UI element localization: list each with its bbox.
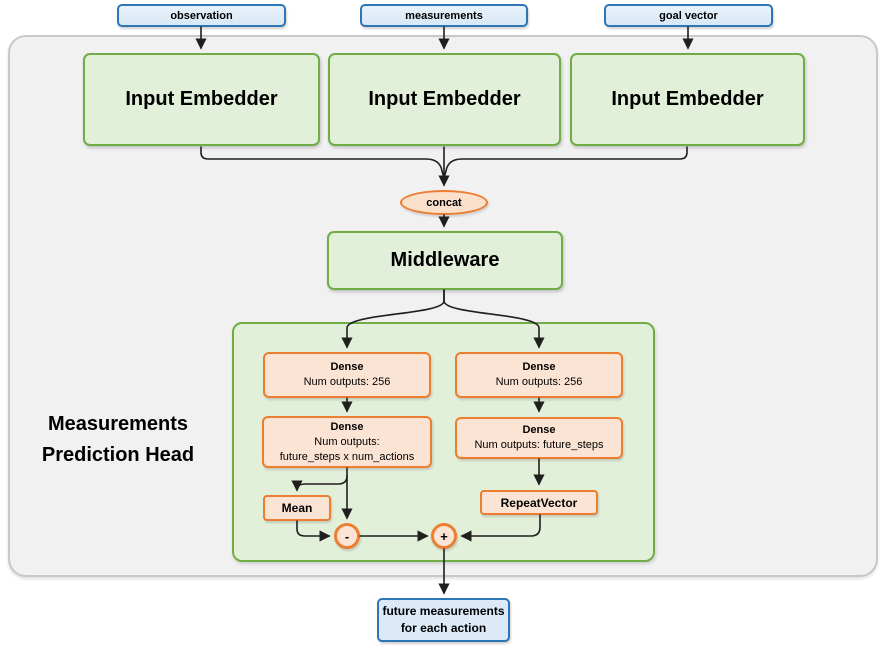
subtract-label: - — [344, 528, 350, 544]
add-node: + — [431, 523, 457, 549]
repeat-vector-label: RepeatVector — [500, 495, 578, 510]
output-label-line1: future measurements — [382, 604, 505, 618]
middleware-node: Middleware — [327, 231, 563, 290]
input-label: measurements — [405, 9, 483, 22]
dense-title: Dense — [522, 424, 556, 436]
mean-node: Mean — [263, 495, 331, 521]
dense-num-outputs: Num outputs: future_steps — [474, 439, 604, 451]
embedder-label: Input Embedder — [368, 88, 521, 110]
prediction-head-title: Measurements Prediction Head — [18, 409, 218, 471]
concat-node: concat — [400, 190, 488, 215]
concat-label: concat — [426, 196, 462, 209]
dense-title: Dense — [330, 361, 364, 373]
dense-title: Dense — [522, 361, 556, 373]
input-embedder-1: Input Embedder — [83, 53, 320, 146]
prediction-head-title-line1: Measurements — [47, 413, 189, 435]
middleware-label: Middleware — [390, 249, 500, 271]
mean-label: Mean — [281, 501, 313, 515]
input-node-measurements: measurements — [360, 4, 528, 27]
dense-num-outputs: Num outputs: 256 — [303, 376, 391, 388]
embedder-label: Input Embedder — [611, 88, 764, 110]
subtract-node: - — [334, 523, 360, 549]
dense-left-1: Dense Num outputs: 256 — [263, 352, 431, 398]
repeat-vector-node: RepeatVector — [480, 490, 598, 515]
add-label: + — [440, 528, 448, 544]
dense-title: Dense — [330, 420, 364, 433]
dense-num-outputs-detail: future_steps x num_actions — [279, 450, 415, 463]
dense-left-2: Dense Num outputs: future_steps x num_ac… — [262, 416, 432, 468]
dense-right-2: Dense Num outputs: future_steps — [455, 417, 623, 459]
prediction-head-title-line2: Prediction Head — [41, 444, 195, 466]
input-label: observation — [170, 9, 233, 22]
input-node-goal-vector: goal vector — [604, 4, 773, 27]
output-node: future measurements for each action — [377, 598, 510, 642]
dense-right-1: Dense Num outputs: 256 — [455, 352, 623, 398]
input-embedder-3: Input Embedder — [570, 53, 805, 146]
dense-num-outputs: Num outputs: 256 — [495, 376, 583, 388]
embedder-label: Input Embedder — [125, 88, 278, 110]
input-node-observation: observation — [117, 4, 286, 27]
output-label-line2: for each action — [400, 621, 487, 635]
input-embedder-2: Input Embedder — [328, 53, 561, 146]
dense-num-outputs: Num outputs: — [314, 435, 380, 448]
input-label: goal vector — [659, 9, 718, 22]
